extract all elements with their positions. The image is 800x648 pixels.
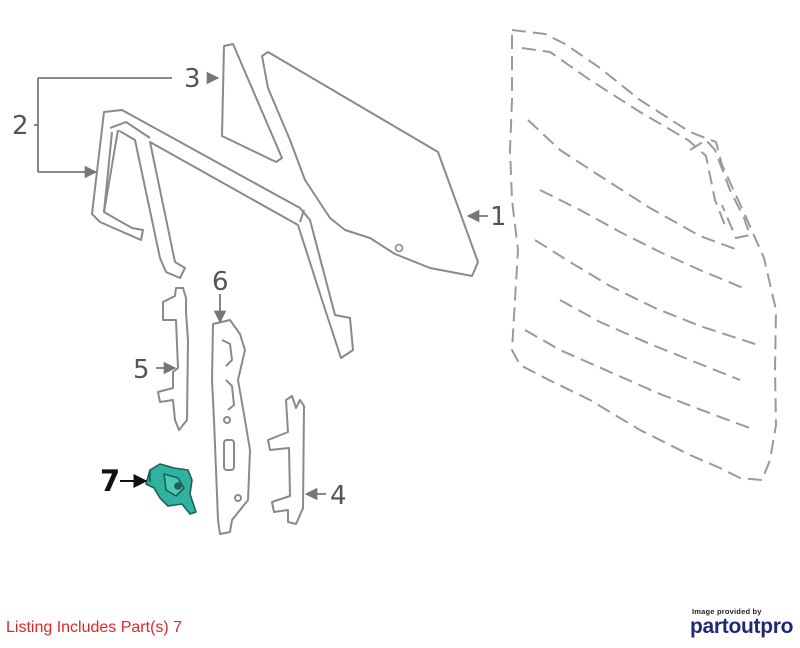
part-1-glass-hole: [394, 243, 404, 253]
part-2-run-channel: [91, 109, 354, 359]
callout-1: 1: [490, 202, 507, 232]
callout-7: 7: [100, 464, 120, 498]
part-6-window-regulator: [211, 319, 251, 535]
part-5-front-channel: [157, 287, 189, 431]
partoutpro-logo: partoutpro: [690, 615, 794, 638]
callout-5: 5: [133, 355, 150, 385]
image-credit: Image provided by partoutpro: [690, 607, 796, 638]
part-4-rear-channel: [267, 395, 305, 525]
callout-6: 6: [212, 267, 229, 297]
part-7-regulator-motor: [145, 463, 197, 515]
door-shell: [509, 29, 777, 481]
credit-caption: Image provided by: [692, 607, 762, 616]
callout-3: 3: [184, 64, 201, 94]
part-3-quarter-glass: [221, 43, 283, 163]
callout-4: 4: [330, 481, 347, 511]
listing-note: Listing Includes Part(s) 7: [6, 619, 183, 636]
callout-2: 2: [12, 111, 29, 141]
callout-leaders: [34, 71, 488, 501]
part-1-door-glass: [261, 51, 479, 277]
